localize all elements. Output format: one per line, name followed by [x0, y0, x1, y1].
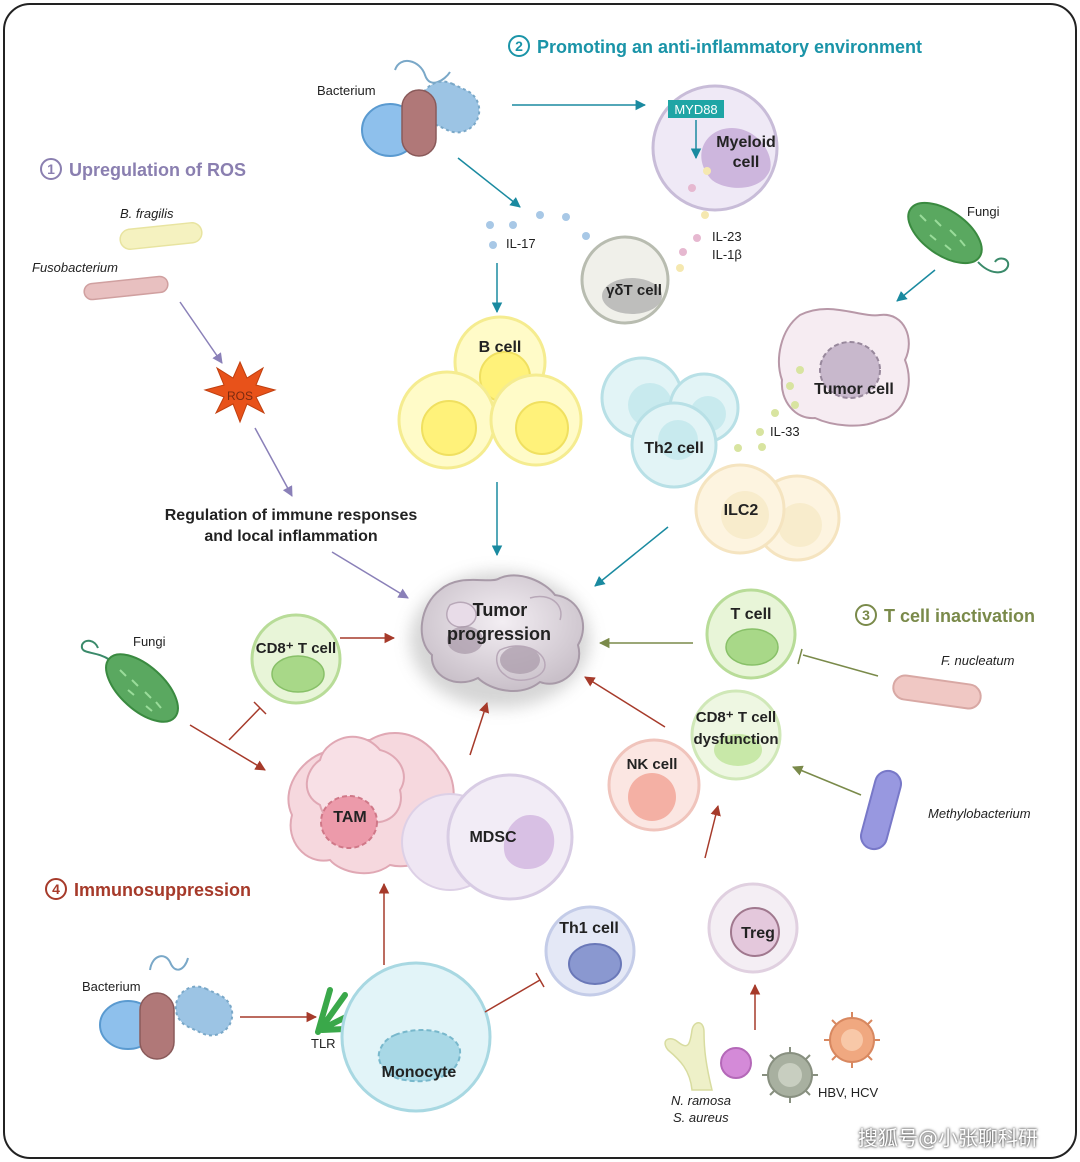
- il33-label: IL-33: [770, 424, 800, 439]
- il33-dots: [734, 366, 804, 452]
- bacterium-top-label: Bacterium: [317, 83, 376, 98]
- methylobacterium-icon: [860, 769, 902, 851]
- regulation-label-1: Regulation of immune responses: [165, 507, 418, 524]
- il23-dots: [676, 211, 709, 272]
- svg-text:2: 2: [515, 38, 523, 54]
- tumor-cell: [778, 307, 910, 427]
- tam-label: TAM: [333, 809, 366, 826]
- nk-cell-label: NK cell: [627, 756, 678, 773]
- fusobacterium-label: Fusobacterium: [32, 260, 118, 275]
- red-arrows: [189, 632, 761, 1030]
- svg-text:T cell inactivation: T cell inactivation: [884, 606, 1035, 626]
- il1b-label: IL-1β: [712, 247, 742, 262]
- hcv-virus-icon: [824, 1012, 880, 1068]
- t-cell: [705, 588, 797, 680]
- b-fragilis-label: B. fragilis: [120, 206, 174, 221]
- nk-cell: [607, 738, 701, 832]
- f-nucleatum-label: F. nucleatum: [941, 653, 1015, 668]
- ros-burst-icon: [203, 360, 277, 424]
- purple-arrows: [179, 301, 409, 599]
- tumor-progression-cluster: [410, 572, 590, 708]
- myd88-label: MYD88: [674, 102, 717, 117]
- t-cell-label: T cell: [731, 606, 772, 623]
- ilc2-cell: [694, 463, 841, 562]
- cd8-dysfunction-label-2: dysfunction: [694, 731, 779, 748]
- teal-arrows: [457, 99, 936, 587]
- myeloid-label-2: cell: [733, 154, 760, 171]
- b-fragilis-icon: [119, 222, 203, 250]
- svg-text:3: 3: [862, 607, 870, 623]
- monocyte-label: Monocyte: [382, 1064, 457, 1081]
- cd8-t-cell-label: CD8⁺ T cell: [256, 640, 336, 657]
- il23-label: IL-23: [712, 229, 742, 244]
- treg-cell: [707, 882, 799, 974]
- gdt-cell: [580, 235, 670, 325]
- methylobacterium-label: Methylobacterium: [928, 806, 1031, 821]
- n-ramosa-icon: [664, 1022, 713, 1091]
- svg-text:1: 1: [47, 161, 55, 177]
- tlr-receptor-icon: [315, 987, 371, 1035]
- gdt-cell-label: γδT cell: [606, 282, 662, 299]
- fungi-left-icon: [80, 639, 179, 723]
- hbv-hcv-label: HBV, HCV: [818, 1085, 879, 1100]
- svg-text:Upregulation of ROS: Upregulation of ROS: [69, 160, 246, 180]
- tumor-progression-label-1: Tumor: [473, 600, 528, 620]
- section-4-heading: 4 Immunosuppression: [45, 878, 251, 900]
- fusobacterium-icon: [83, 275, 169, 301]
- myeloid-label-1: Myeloid: [716, 134, 776, 151]
- fungi-left-label: Fungi: [133, 634, 166, 649]
- mdsc-cell: [401, 773, 574, 901]
- il17-label: IL-17: [506, 236, 536, 251]
- cd8-dysfunction-cell: [690, 689, 782, 781]
- watermark: 搜狐号@小张聊科研: [858, 1126, 1038, 1150]
- b-cell-cluster: [397, 315, 583, 470]
- regulation-label-2: and local inflammation: [204, 528, 377, 545]
- treg-label: Treg: [741, 925, 775, 942]
- monocyte-cell: [340, 961, 492, 1113]
- fungi-top-label: Fungi: [967, 204, 1000, 219]
- olive-arrows: [598, 637, 879, 796]
- svg-text:Promoting an anti-inflammatory: Promoting an anti-inflammatory environme…: [537, 37, 922, 57]
- ros-label: ROS: [227, 389, 253, 403]
- b-cell-label: B cell: [479, 339, 522, 356]
- bacterium-bottom-label: Bacterium: [82, 979, 141, 994]
- bacterium-bottom-icon: [99, 955, 234, 1060]
- section-1-heading: 1 Upregulation of ROS: [40, 158, 246, 180]
- n-ramosa-label: N. ramosa: [671, 1093, 731, 1108]
- f-nucleatum-icon: [892, 674, 982, 710]
- s-aureus-icon: [720, 1047, 752, 1079]
- section-2-heading: 2 Promoting an anti-inflammatory environ…: [508, 35, 922, 57]
- cd8-dysfunction-label-1: CD8⁺ T cell: [696, 709, 776, 726]
- s-aureus-label: S. aureus: [673, 1110, 729, 1125]
- section-3-heading: 3 T cell inactivation: [855, 604, 1035, 626]
- svg-text:Immunosuppression: Immunosuppression: [74, 880, 251, 900]
- ilc2-label: ILC2: [724, 502, 759, 519]
- tlr-label: TLR: [311, 1036, 336, 1051]
- th2-cell-label: Th2 cell: [644, 440, 704, 457]
- bacterium-top-icon: [361, 60, 481, 157]
- th1-cell: [544, 905, 636, 997]
- th1-cell-label: Th1 cell: [559, 920, 619, 937]
- tumor-cell-label: Tumor cell: [814, 381, 894, 398]
- th2-cell-cluster: [600, 356, 740, 489]
- fungi-top-icon: [907, 201, 1010, 274]
- myd88-box: [668, 100, 724, 118]
- cd8-t-cell: [250, 613, 342, 705]
- tumor-progression-label-2: progression: [447, 624, 551, 644]
- mdsc-label: MDSC: [469, 829, 517, 846]
- hbv-virus-icon: [762, 1047, 818, 1103]
- svg-text:4: 4: [52, 881, 60, 897]
